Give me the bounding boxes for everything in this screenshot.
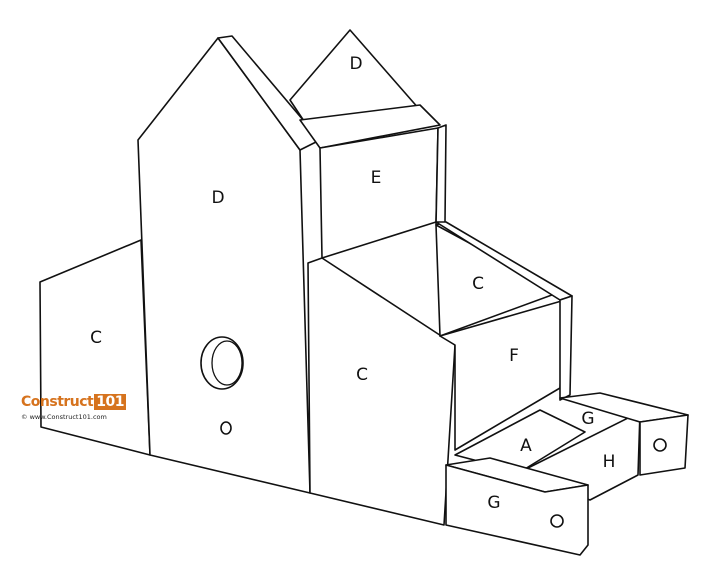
front-rail-front xyxy=(445,464,589,556)
rear-rail-hole xyxy=(653,438,667,452)
watermark-brand-number: 101 xyxy=(94,394,126,410)
upper-top-bar xyxy=(299,104,441,149)
front-tall-panel xyxy=(137,37,311,494)
entry-hole xyxy=(200,336,244,390)
label-front-tall: D xyxy=(211,188,224,208)
upper-side-strip xyxy=(435,124,447,226)
label-base-a: A xyxy=(520,436,532,456)
label-middle-front: C xyxy=(356,365,368,385)
upper-front-panel xyxy=(319,127,439,259)
middle-front-panel xyxy=(307,257,456,526)
label-back-tall: D xyxy=(349,54,362,74)
label-base-h: H xyxy=(603,452,616,472)
step-front-panel xyxy=(439,299,566,451)
label-step-top: C xyxy=(472,274,484,294)
label-upper-front: E xyxy=(371,168,382,188)
step-side-strip xyxy=(559,295,573,401)
peg-hole xyxy=(220,421,232,435)
entry-hole-inner xyxy=(211,340,243,386)
label-left-side: C xyxy=(90,328,102,348)
watermark-url: © www.Construct101.com xyxy=(21,413,107,421)
front-rail-hole xyxy=(550,514,564,528)
label-rail-front: G xyxy=(487,493,500,513)
label-step-front: F xyxy=(509,346,519,366)
watermark-brand-prefix: Construct xyxy=(21,394,94,410)
label-rail-back: G xyxy=(581,409,594,429)
